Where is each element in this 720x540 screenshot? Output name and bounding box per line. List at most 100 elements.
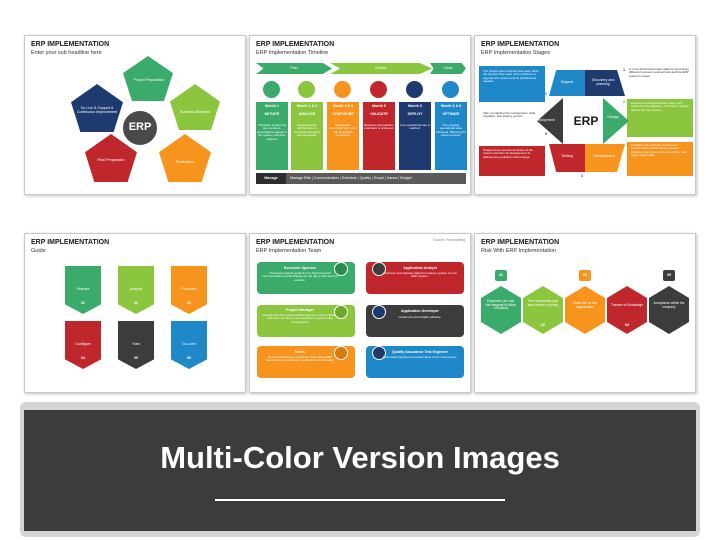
- slide-subtitle: ERP Implementation Stages: [481, 50, 550, 56]
- note-text: The project team ensures that users have…: [483, 69, 539, 84]
- slide-title: ERP IMPLEMENTATION: [31, 239, 110, 246]
- role-desc: Cleanses and migrates data from legacy s…: [383, 271, 457, 279]
- banner-panel: [24, 410, 696, 531]
- risk-text: Expensive (on cost, the integrate to bil…: [485, 299, 517, 311]
- role-desc: Document business processes, help define…: [265, 355, 335, 363]
- phase-close-arrow: [430, 63, 466, 74]
- erp-center-label: ERP: [128, 121, 152, 133]
- stage-segment-testing: [549, 144, 585, 172]
- slide-title: ERP IMPLEMENTATION: [31, 41, 110, 48]
- risk-hexagon: [565, 286, 605, 334]
- risk-text: Great risk for the organization: [573, 301, 597, 309]
- petal-label: Project Preparation: [133, 78, 165, 82]
- stage-segment-development: [585, 144, 625, 172]
- slide-subtitle: ERP Implementation Team: [256, 248, 322, 254]
- stage-icon-circle: [263, 81, 280, 98]
- note-box: [627, 99, 693, 137]
- stage-label: Deployment: [535, 118, 555, 122]
- slide-thumbnail-4[interactable]: ERP IMPLEMENTATION Guide Prepare 01 Anal…: [24, 233, 246, 393]
- role-desc: Customize and installs software.: [398, 315, 442, 319]
- note-text: Configure the software to business requi…: [631, 143, 687, 158]
- phase-plan-arrow: [256, 63, 332, 74]
- petal-label: Final Preparation: [97, 158, 125, 162]
- stage-desc: Transition & planning are complete, expe…: [257, 123, 287, 141]
- guide-number: 05: [134, 356, 138, 360]
- role-icon-circle: [372, 346, 386, 360]
- slide-thumbnail-6[interactable]: ERP IMPLEMENTATION Risk With ERP Impleme…: [474, 233, 696, 393]
- slide-subtitle: Guide: [31, 248, 46, 254]
- risk-text: Transfer of Knowledge: [611, 303, 643, 307]
- guide-tile: [65, 321, 101, 369]
- risk-text: Time consuming (can take months or years…: [527, 299, 559, 307]
- note-text: A cross-functional project gathers input…: [629, 67, 690, 78]
- role-name: Executive Sponsor: [283, 266, 317, 270]
- stage-column: [327, 102, 359, 170]
- guide-label: Train: [131, 342, 141, 346]
- month-label: Month 5: [372, 104, 386, 108]
- month-label: Month 1 & 2: [296, 104, 318, 108]
- guide-number: 02: [134, 301, 138, 305]
- stage-label: CONFIGURE: [332, 112, 354, 116]
- erp-center-label: ERP: [573, 114, 599, 128]
- note-box: [627, 66, 693, 96]
- risk-number-badge: [579, 270, 591, 281]
- guide-tile: [171, 321, 207, 369]
- role-name: Application Analyst: [403, 266, 437, 270]
- stage-label: INITIATE: [264, 112, 280, 116]
- risk-hexagon: [649, 286, 689, 334]
- role-name: Application Developer: [401, 309, 439, 313]
- petal-label: Go Live & Support & Continuous Improveme…: [76, 106, 118, 115]
- step-number: 3: [623, 144, 625, 148]
- note-box: [627, 142, 693, 176]
- risk-number-badge: [495, 270, 507, 281]
- guide-number: 01: [81, 301, 85, 305]
- slide-subtitle: Enter your sub headline here: [31, 50, 102, 56]
- stage-label: Testing: [561, 154, 573, 158]
- month-label: Month 6: [408, 104, 422, 108]
- role-icon-circle: [334, 262, 348, 276]
- manage-text: Manage Risk | Communication | Schedule |…: [290, 176, 412, 180]
- stage-desc: Configured, developed and, end-unit test…: [329, 123, 357, 138]
- stage-column: [363, 102, 395, 170]
- risk-number-badge: [621, 320, 633, 331]
- guide-label: Purchase: [181, 287, 197, 291]
- guide-label: Configure: [75, 342, 91, 346]
- stage-desc: Business and solution readiness is achie…: [364, 123, 394, 131]
- stage-desc: Live operational use is realized.: [400, 123, 430, 131]
- stage-icon-circle: [334, 81, 351, 98]
- slide-thumbnail-2[interactable]: ERP IMPLEMENTATION ERP Implementation Ti…: [249, 35, 471, 195]
- guide-label: Analyze: [129, 287, 143, 291]
- slide-thumbnail-5[interactable]: ERP IMPLEMENTATION ERP Implementation Te…: [249, 233, 471, 393]
- step-number: 6: [545, 92, 547, 96]
- stage-column: [399, 102, 431, 170]
- stage-column: [435, 102, 467, 170]
- role-icon-circle: [372, 305, 386, 319]
- risk-text: Acceptance within the company: [653, 301, 685, 309]
- stage-label: OPTIMIZE: [442, 112, 460, 116]
- guide-label: Prepare: [76, 287, 90, 291]
- guide-tile: [118, 321, 154, 369]
- stage-icon-circle: [298, 81, 315, 98]
- guide-tile: [118, 266, 154, 314]
- stage-label: DEPLOY: [407, 112, 423, 116]
- petal-realization: [159, 134, 211, 182]
- role-desc: Coordinates the implementation process, …: [262, 313, 338, 324]
- petal-business-blueprint: [170, 84, 220, 130]
- stage-column: [291, 102, 323, 170]
- source-note: Source: Remodeling: [433, 238, 465, 242]
- role-name: Users: [295, 350, 305, 354]
- stage-segment-support: [549, 70, 585, 96]
- note-text: Programmers test the functions of the sy…: [483, 148, 534, 159]
- slide-title: ERP IMPLEMENTATION: [481, 41, 560, 48]
- stage-icon-circle: [442, 81, 459, 98]
- risk-number-badge: [537, 320, 549, 331]
- manage-label-box: [256, 173, 286, 184]
- phase-deliver-arrow: [330, 63, 432, 74]
- slide-thumbnail-3[interactable]: ERP IMPLEMENTATION ERP Implementation St…: [474, 35, 696, 195]
- slide-thumbnail-1[interactable]: ERP IMPLEMENTATION Enter your sub headli…: [24, 35, 246, 195]
- role-icon-circle: [372, 262, 386, 276]
- risk-number: 04: [625, 323, 629, 327]
- petal-label: Business Blueprint: [180, 110, 210, 114]
- month-label: Month 1: [265, 104, 279, 108]
- guide-number: 06: [187, 356, 191, 360]
